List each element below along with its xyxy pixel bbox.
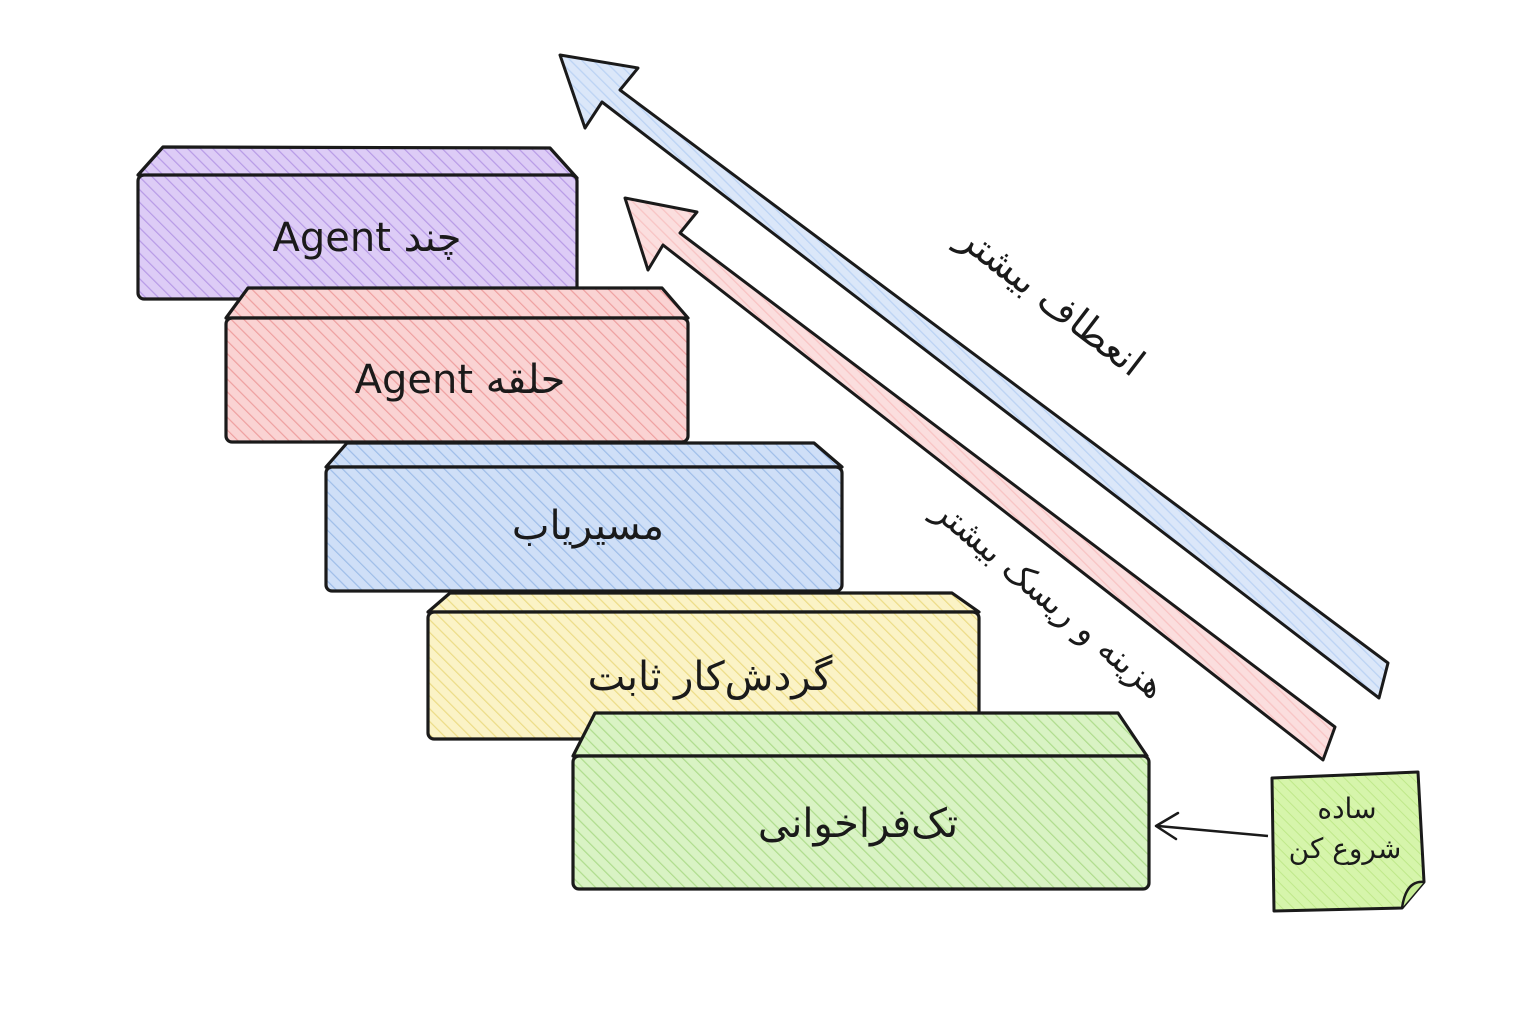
step-router-top [324,441,844,469]
cost-risk-arrow-shape [623,196,1337,762]
sticky-note-curl [1400,880,1425,909]
note-line-2: شروع کن [1289,832,1402,865]
step-single-call-label: تک‌فراخوانی [758,801,958,847]
note-pointer-line [1157,824,1269,838]
note-pointer-head [1154,811,1180,841]
step-router-label: مسیریاب [512,503,664,549]
step-agent-loop-label: حلقه Agent [355,357,566,403]
step-router-front [324,465,844,593]
flexibility-arrow-shape [558,53,1390,700]
step-multi-agent-top [136,145,579,180]
note-line-1: ساده [1317,792,1376,825]
step-single-call-front [571,754,1151,891]
step-agent-loop-top [224,286,690,320]
start-simple-note: ساده شروع کن [1154,770,1426,913]
step-single-call-top [571,711,1149,758]
step-router: مسیریاب [324,441,844,593]
step-multi-agent-label: چند Agent [273,215,462,261]
step-multi-agent: چند Agent [136,145,579,301]
step-single-call: تک‌فراخوانی [571,711,1151,891]
step-fixed-workflow-label: گردش‌کار ثابت [588,654,834,700]
step-agent-loop: حلقه Agent [224,286,690,444]
step-fixed-workflow-top [426,591,981,614]
